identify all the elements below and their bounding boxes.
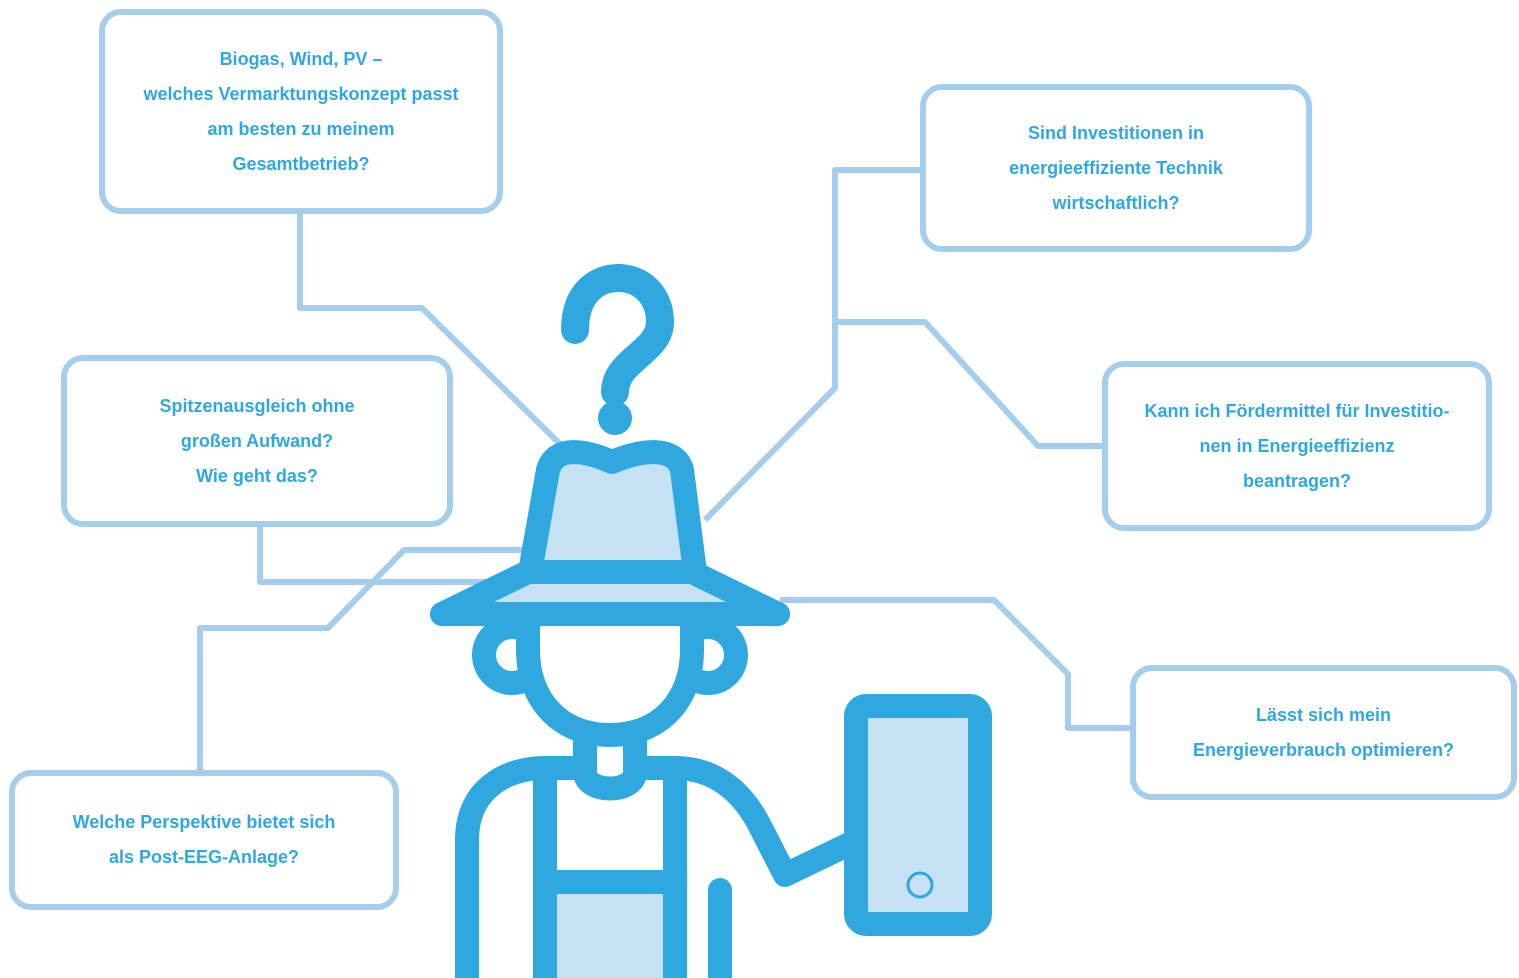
question-text-post-eeg: Welche Perspektive bietet sich als Post-… <box>72 812 336 867</box>
farmer-body <box>455 756 880 978</box>
farmer-head <box>516 593 704 747</box>
hat-icon <box>430 440 790 626</box>
connector-q1 <box>297 212 563 447</box>
question-box-investment: Sind Investitionen in energieeffiziente … <box>920 84 1312 252</box>
question-text-peak-compensation: Spitzenausgleich ohne großen Aufwand? Wi… <box>159 395 355 486</box>
question-box-peak-compensation: Spitzenausgleich ohne großen Aufwand? Wi… <box>61 355 453 527</box>
question-text-investment: Sind Investitionen in energieeffiziente … <box>1009 122 1223 213</box>
connector-q2 <box>702 167 922 523</box>
question-mark-icon <box>561 264 674 435</box>
question-text-marketing: Biogas, Wind, PV – welches Vermarktungsk… <box>143 48 459 174</box>
connector-q6 <box>197 547 530 772</box>
connector-q5 <box>780 597 1132 731</box>
question-text-energy-optimization: Lässt sich mein Energieverbrauch optimie… <box>1192 704 1455 760</box>
question-box-energy-optimization: Lässt sich mein Energieverbrauch optimie… <box>1130 665 1517 800</box>
question-box-marketing: Biogas, Wind, PV – welches Vermarktungsk… <box>99 9 503 214</box>
connector-q2-branch <box>835 319 1104 449</box>
smartphone-icon <box>844 694 992 936</box>
question-text-funding: Kann ich Fördermittel für Investitio- ne… <box>1144 400 1450 491</box>
connector-q3 <box>257 525 500 585</box>
question-box-funding: Kann ich Fördermittel für Investitio- ne… <box>1102 361 1492 531</box>
question-box-post-eeg: Welche Perspektive bietet sich als Post-… <box>9 770 399 910</box>
